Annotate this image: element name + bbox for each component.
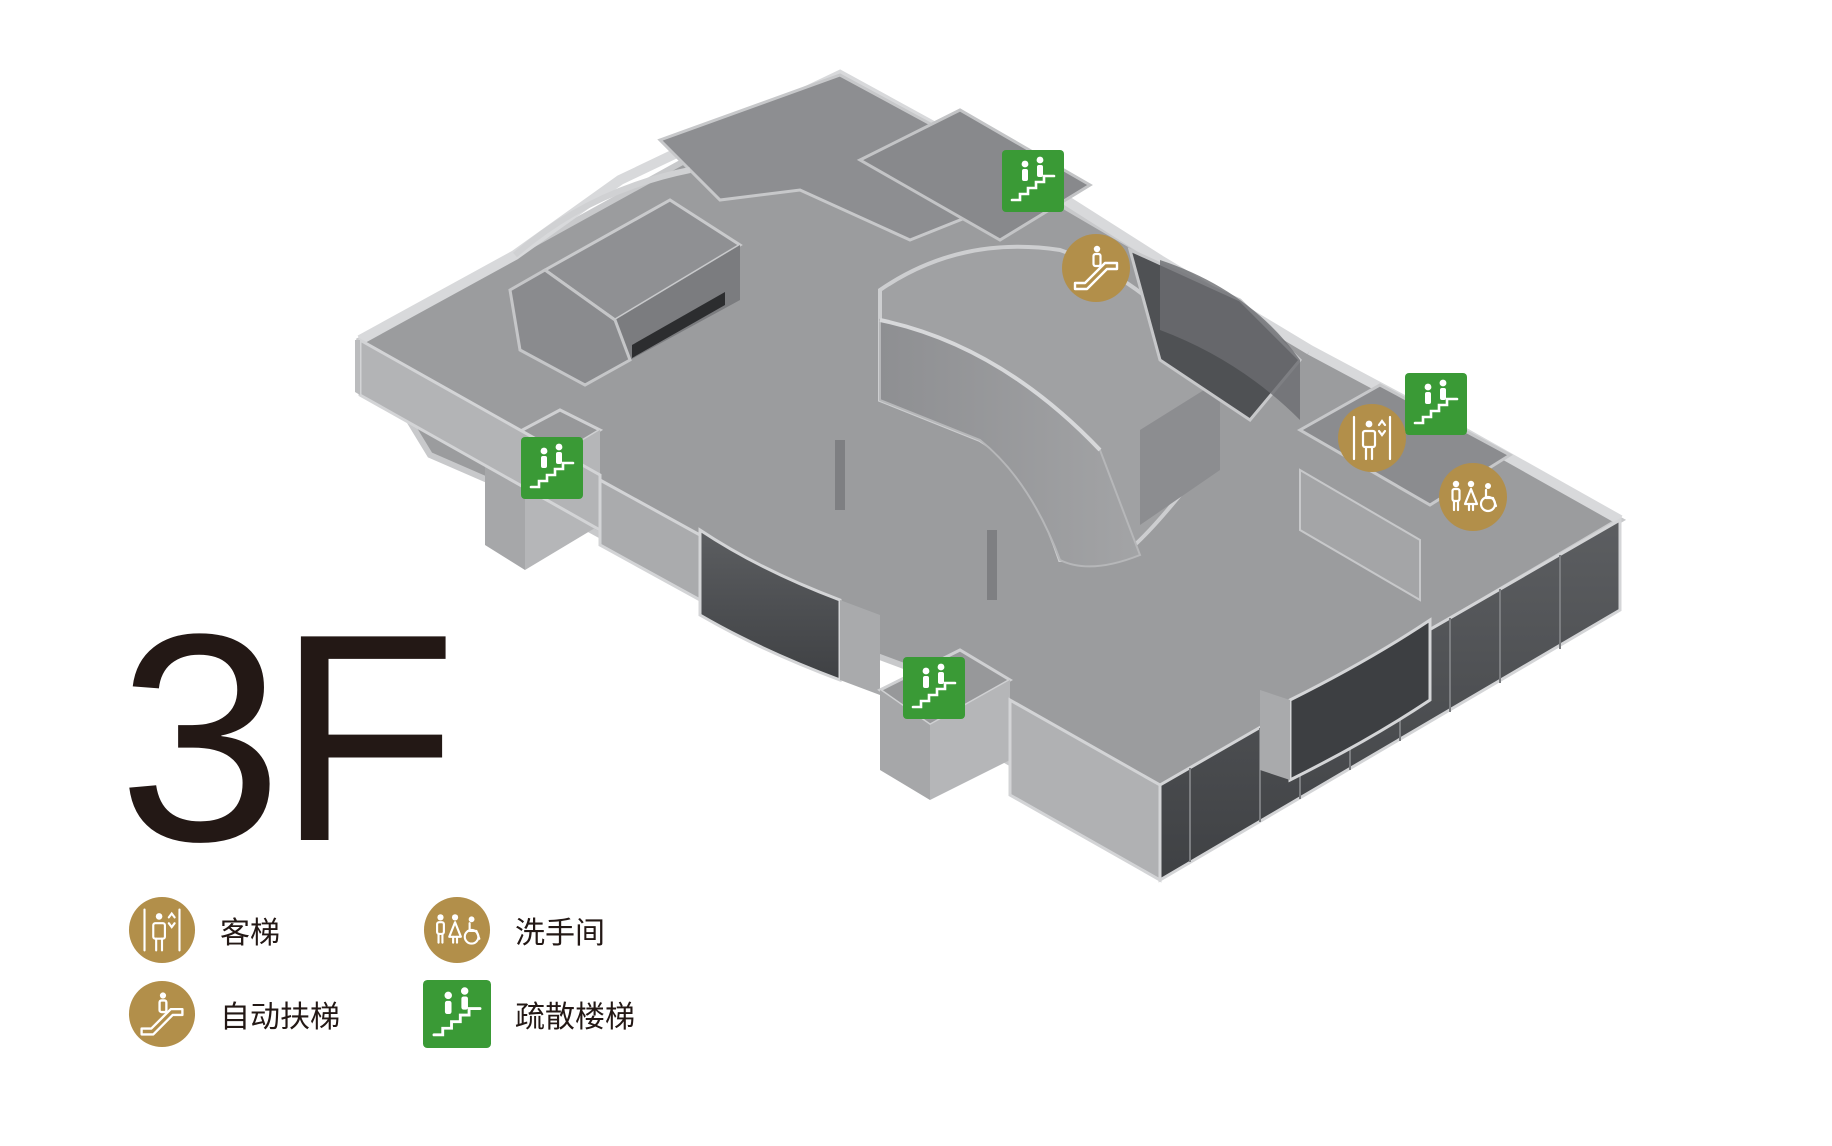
se-wall-inset	[1260, 690, 1290, 780]
evacuation-stairs-marker[interactable]	[903, 657, 965, 719]
east-inner-wall	[1299, 468, 1421, 602]
glass-facade-se	[1288, 617, 1432, 783]
drum-cylinder-front	[1140, 380, 1220, 525]
curved-wall-west	[513, 167, 691, 258]
stair-well-glass	[1160, 260, 1300, 420]
south-stair-box-side	[930, 680, 1010, 800]
back-rooms-top	[657, 73, 1013, 242]
block-slot	[632, 292, 725, 358]
pillar	[835, 440, 845, 510]
legend-item-escalator: 自动扶梯	[128, 980, 340, 1048]
legend-label: 自动扶梯	[220, 1000, 340, 1035]
legend-label: 洗手间	[515, 916, 605, 951]
passenger-elevator-marker[interactable]	[1337, 403, 1407, 473]
sw-wall-front-3	[840, 600, 880, 695]
legend-item-toilet: 洗手间	[423, 896, 605, 964]
raised-block-side	[615, 245, 740, 360]
legend-item-evacuation-stairs: 疏散楼梯	[423, 980, 635, 1048]
passenger-elevator-icon	[128, 896, 196, 964]
drum-curve-edge	[879, 318, 1102, 452]
escalator-marker[interactable]	[1061, 233, 1131, 303]
evacuation-stairs-marker[interactable]	[521, 437, 583, 499]
legend-item-passenger-elevator: 客梯	[128, 896, 280, 964]
evacuation-stairs-marker[interactable]	[1002, 150, 1064, 212]
evacuation-stairs-marker[interactable]	[1405, 373, 1467, 435]
toilet-marker[interactable]	[1438, 462, 1508, 532]
escalator-icon	[128, 980, 196, 1048]
evacuation-stairs-icon	[423, 980, 491, 1048]
pillar	[987, 530, 997, 600]
toilet-icon	[423, 896, 491, 964]
legend-label: 疏散楼梯	[515, 1000, 635, 1035]
floor-label: 3F	[118, 572, 457, 903]
inner-wall-west	[508, 268, 632, 387]
nw-corner-wall	[355, 340, 360, 395]
legend-label: 客梯	[220, 916, 280, 951]
